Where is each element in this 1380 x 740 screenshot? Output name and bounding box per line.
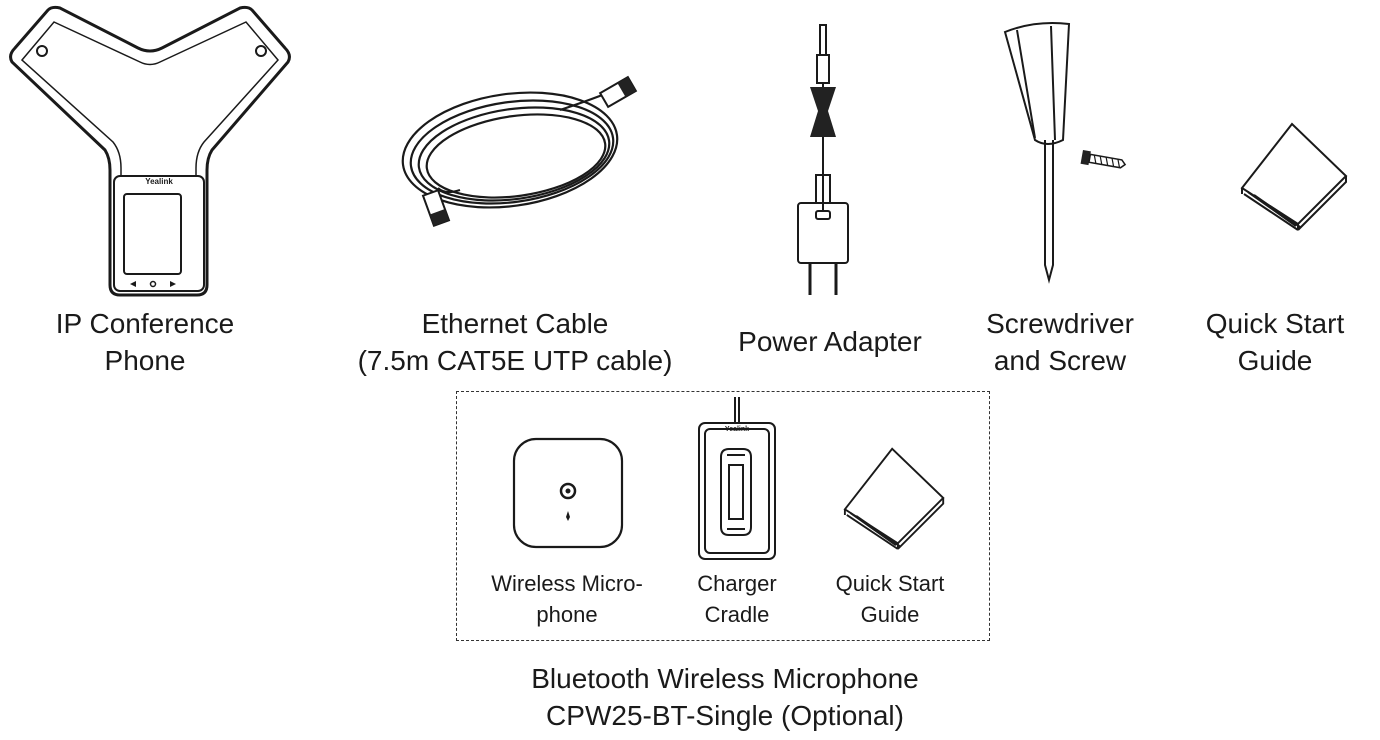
cradle-logo: Yealink (724, 426, 750, 433)
charger-cradle-icon (698, 397, 776, 560)
bundle-label-mic: Wireless Micro-phone (491, 571, 643, 627)
item-label-ethernet: Ethernet Cable(7.5m CAT5E UTP cable) (357, 308, 673, 376)
bundle-box (456, 391, 990, 641)
booklet-icon-bundle (843, 447, 945, 550)
screw-icon (1080, 150, 1127, 169)
booklet-icon (1240, 122, 1348, 231)
power-adapter-icon (797, 24, 849, 295)
ethernet-cable-icon (401, 75, 638, 228)
wireless-microphone-icon (512, 437, 624, 549)
item-label-adapter: Power Adapter (738, 326, 922, 357)
conference-phone-icon (9, 5, 291, 297)
phone-logo: Yealink (145, 177, 173, 186)
screwdriver-icon (1003, 22, 1127, 284)
